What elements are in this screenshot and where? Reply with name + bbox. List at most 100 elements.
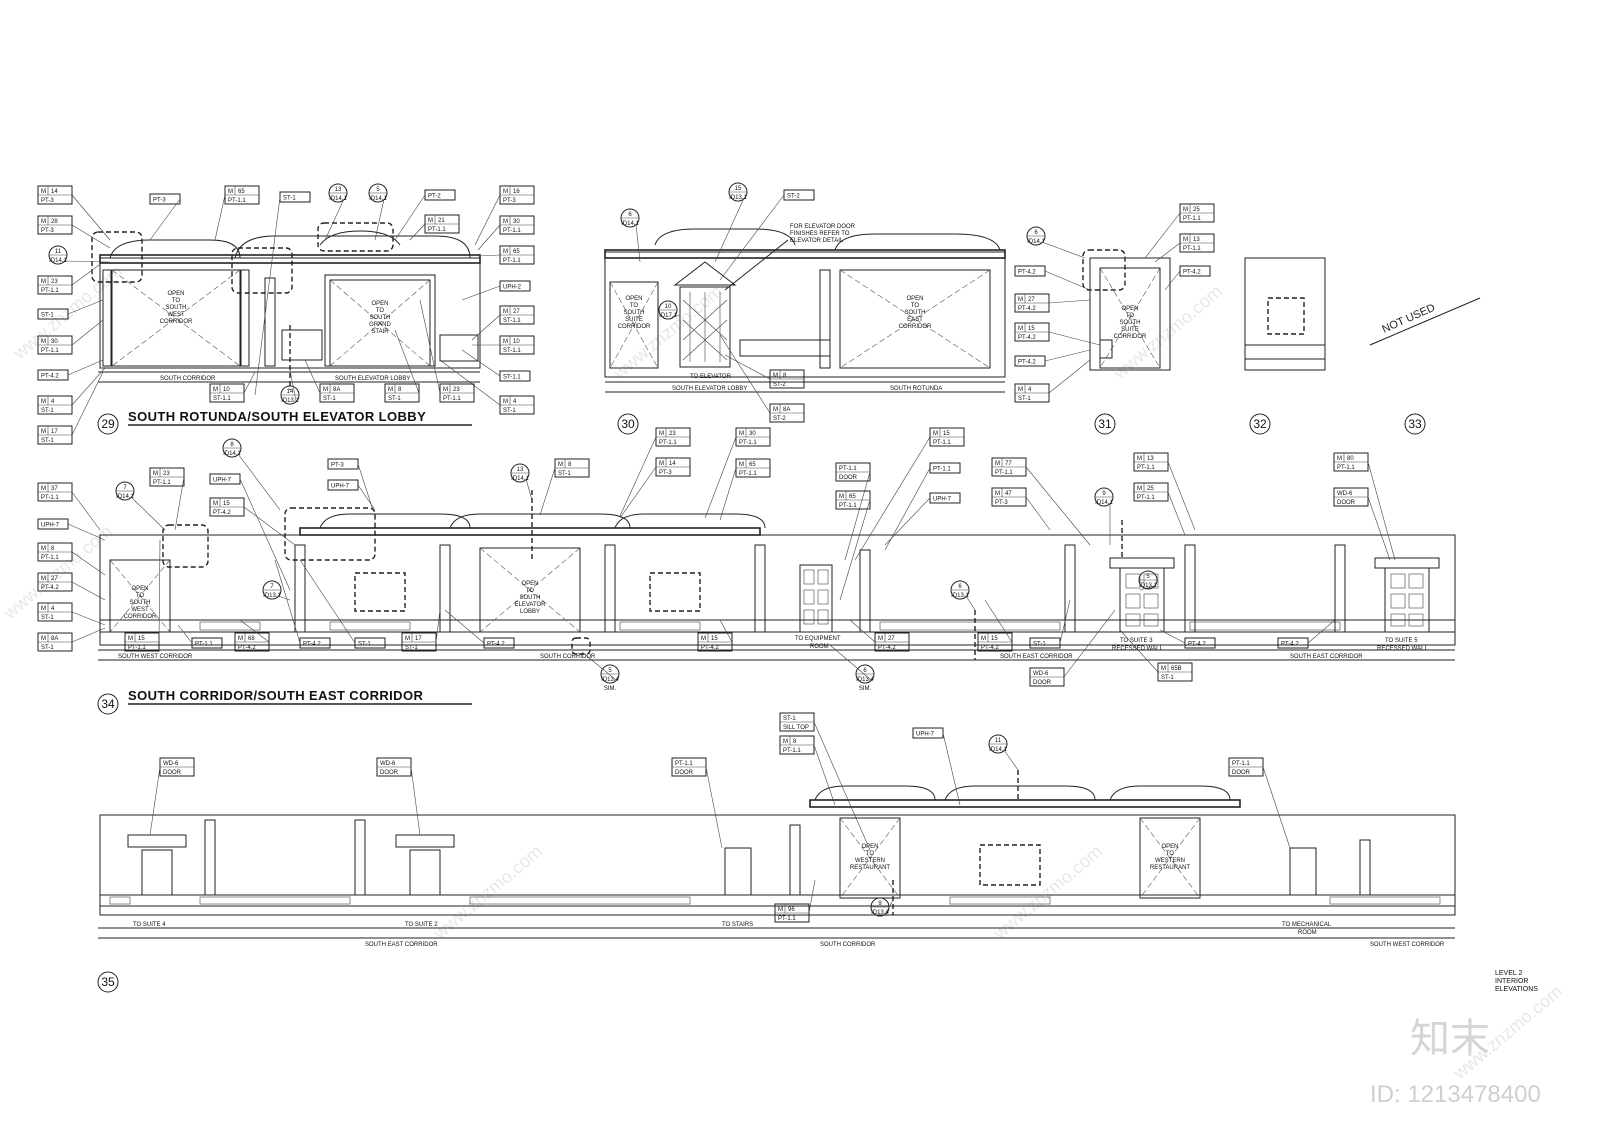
leader-line (1167, 461, 1196, 531)
zone-label: TO EQUIPMENT (795, 636, 841, 642)
detail-callout-box (231, 247, 293, 294)
zone-label: TO STAIRS (722, 922, 753, 928)
tag-number: 23 (669, 431, 676, 437)
tag-finish: PT-4.2 (878, 645, 896, 651)
tag-number: 8 (568, 462, 572, 468)
tag-number: 65 (513, 249, 520, 255)
zone-label: SOUTH EAST CORRIDOR (1290, 654, 1363, 660)
tag-number: 8 (51, 546, 55, 552)
leader-line (884, 497, 931, 546)
tag-number: 15 (943, 431, 950, 437)
leader-line (1262, 766, 1291, 849)
tag-element: DOOR (1033, 680, 1052, 686)
tag-finish: PT-1.1 (1183, 246, 1201, 252)
zone-label: RECESSED WALL (1377, 646, 1428, 652)
door (1384, 567, 1430, 633)
leader-line (444, 609, 485, 644)
material-tag: ST-2 (719, 189, 815, 281)
tag-finish: WD-6 (1033, 671, 1049, 677)
tag-prefix: M (783, 739, 788, 745)
detail-sheet: ID14.1 (1095, 500, 1113, 506)
tag-finish: ST-1 (41, 615, 54, 621)
elevation-number: 35 (101, 975, 115, 989)
detail-sheet: ID14.1 (49, 258, 67, 264)
detail-number: 6 (863, 668, 867, 674)
tag-element: SILL TOP (783, 725, 809, 731)
material-tag: UPH-7 (884, 492, 961, 546)
tag-finish: PT-1.1 (783, 748, 801, 754)
wall-outline (1244, 257, 1326, 371)
tag-number: 27 (513, 309, 520, 315)
leader-line (71, 319, 104, 346)
tag-prefix: M (323, 387, 328, 393)
leader-line (277, 595, 291, 601)
leader-line (1144, 212, 1181, 259)
leader-line (839, 499, 871, 601)
leader-line (829, 644, 872, 681)
tag-prefix: M (503, 219, 508, 225)
tag-finish: ST-1.1 (503, 375, 521, 381)
tag-finish: ST-1 (358, 642, 371, 648)
tag-finish: ST-1 (1033, 642, 1046, 648)
tag-finish: PT-1.1 (933, 467, 951, 473)
leader-line (1048, 299, 1091, 304)
zone-label: TO ELEVATOR (690, 374, 732, 380)
cornice-band (99, 254, 481, 264)
detail-sheet: ID13.1 (1139, 583, 1157, 589)
tag-finish: PT-1.1 (739, 440, 757, 446)
leader-line (67, 523, 106, 541)
tag-finish: PT-1.1 (1137, 465, 1155, 471)
zone-label: SOUTH ROTUNDA (890, 386, 942, 392)
tag-number: 30 (513, 219, 520, 225)
tag-finish: PT-4.2 (1281, 642, 1299, 648)
tag-prefix: M (41, 546, 46, 552)
elevation-number-bubble (97, 413, 119, 435)
leader-line (243, 371, 256, 394)
leader-line (844, 471, 871, 561)
detail-number: 11 (55, 249, 62, 255)
tag-finish: PT-4.2 (1188, 642, 1206, 648)
leader-line (374, 198, 385, 241)
tag-number: 17 (415, 636, 422, 642)
leader-line (1164, 270, 1181, 291)
tag-number: 14 (669, 461, 676, 467)
tag-finish: PT-4.2 (303, 642, 321, 648)
leader-line (808, 879, 816, 914)
tag-finish: ST-1 (558, 471, 571, 477)
tag-finish: PT-1.1 (933, 440, 951, 446)
tag-finish: ST-1 (41, 438, 54, 444)
material-tag: PT-4.2 (37, 359, 104, 381)
detail-number: 10 (665, 304, 672, 310)
zone-label: RECESSED WALL (1112, 646, 1163, 652)
elevation-number: 32 (1253, 417, 1267, 431)
leader-line (357, 484, 376, 511)
tag-finish: PT-1.1 (1183, 216, 1201, 222)
detail-sheet: ID13.1 (951, 593, 969, 599)
tag-finish: PT-4.2 (981, 645, 999, 651)
watermark-site: www.znzmo.com (0, 521, 116, 624)
tag-finish: PT-4.2 (41, 374, 59, 380)
